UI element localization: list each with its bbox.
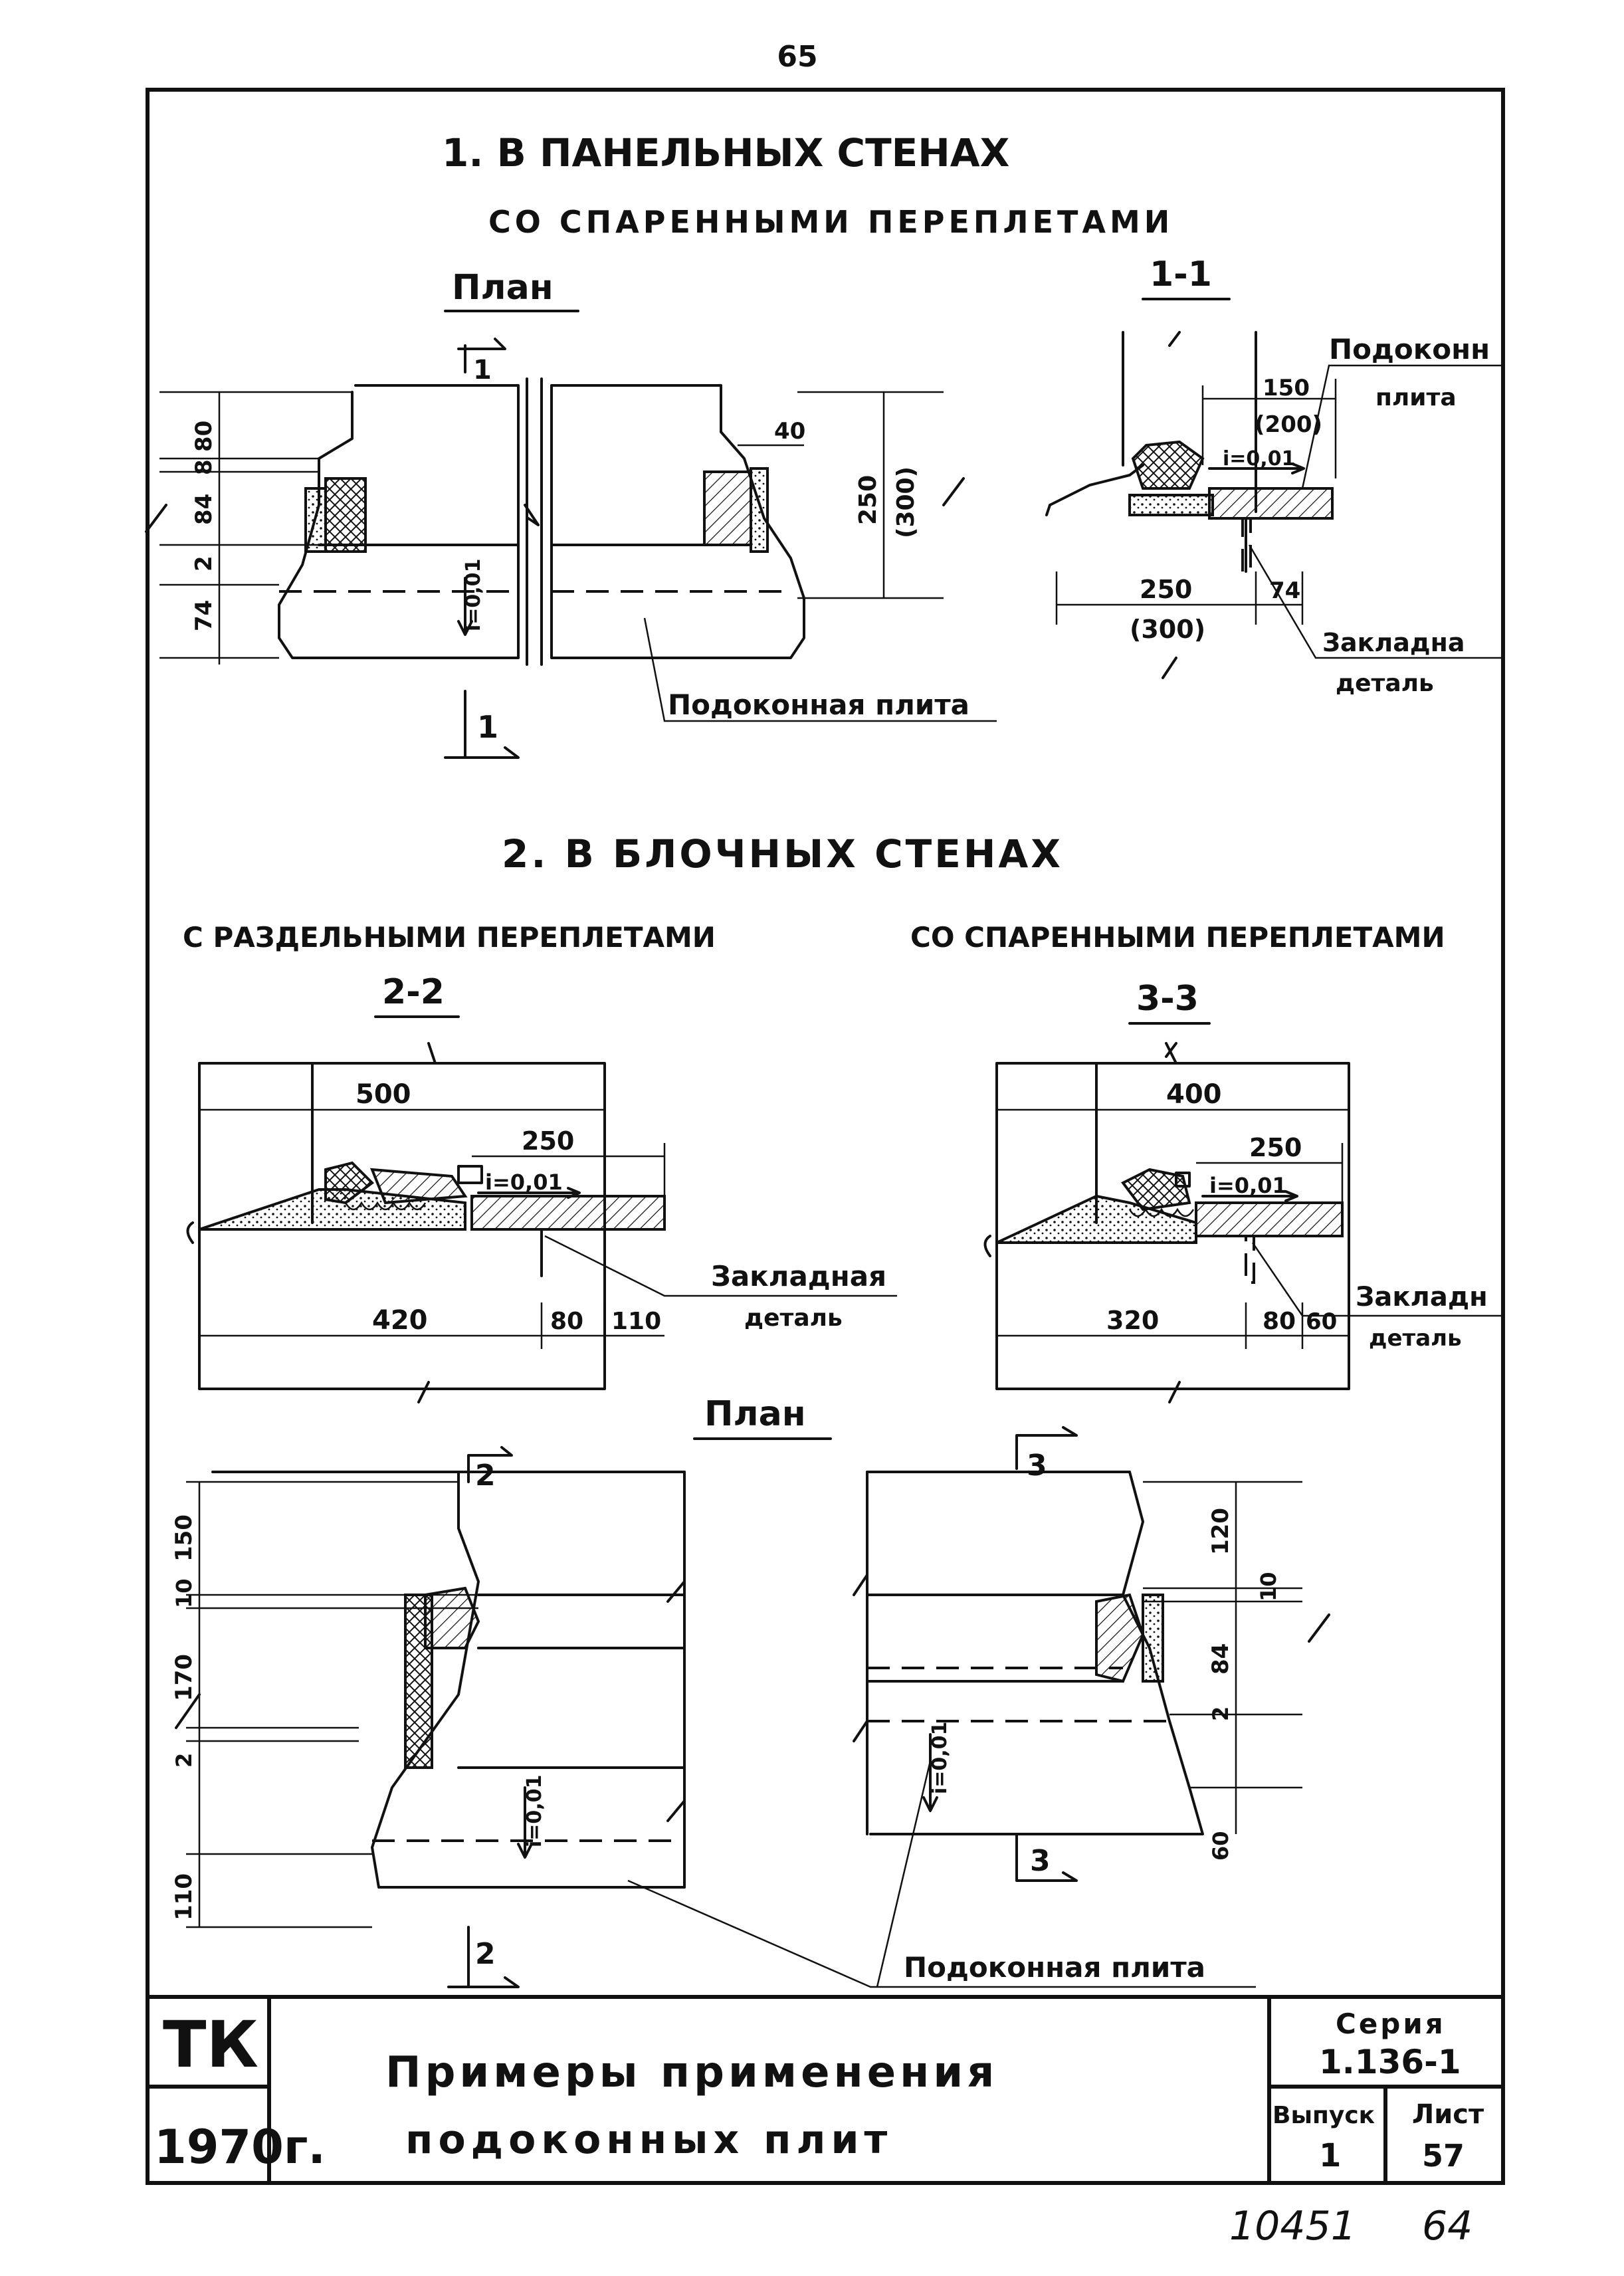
section1-subtitle: СО СПАРЕННЫМИ ПЕРЕПЛЕТАМИ xyxy=(488,204,1173,240)
issue-value: 1 xyxy=(1319,2137,1341,2174)
plan2-right-drawing: 3 i=0,01 120 10 84 2 60 3 xyxy=(853,1426,1330,1882)
plan1-dim-74: 74 xyxy=(191,600,217,631)
s33-slope: i=0,01 xyxy=(1209,1173,1287,1198)
plan2-cut-3-bottom: 3 xyxy=(1030,1844,1051,1878)
s11-callout-top-2: плита xyxy=(1375,384,1457,411)
s11-dim-150: 150 xyxy=(1263,375,1310,401)
plan1-cut-top: 1 xyxy=(473,355,492,385)
plan2-right-dim-84: 84 xyxy=(1207,1643,1234,1675)
s22-callout-1: Закладная xyxy=(711,1260,886,1293)
section-1-1-drawing: 150 (200) i=0,01 250 (300) 74 Подоконн п… xyxy=(1045,331,1503,697)
plan1-dim-80: 80 xyxy=(191,421,217,452)
plan1-drawing: 1 i=0,01 80 8 84 2 74 xyxy=(145,338,997,759)
s33-dim-400: 400 xyxy=(1166,1079,1222,1110)
year-label: 1970г. xyxy=(154,2120,326,2174)
plan2-right-dim-120: 120 xyxy=(1207,1508,1234,1555)
s22-dim-420: 420 xyxy=(372,1305,428,1336)
plan2-right-dim-10: 10 xyxy=(1256,1572,1281,1602)
plan2-left-dim-150: 150 xyxy=(171,1514,197,1562)
s11-dim-74: 74 xyxy=(1269,577,1300,604)
plan2-label: План xyxy=(704,1394,806,1434)
plan1-dim-300: (300) xyxy=(892,466,920,538)
s11-callout-bottom-1: Закладна xyxy=(1322,628,1465,657)
plan2-left-dim-2: 2 xyxy=(171,1753,197,1768)
s22-dim-80: 80 xyxy=(550,1308,583,1335)
plan1-dim-250: 250 xyxy=(855,475,882,525)
plan1-cut-bottom: 1 xyxy=(477,709,498,745)
sheet-title-2: подоконных плит xyxy=(405,2117,892,2163)
org-label: ТК xyxy=(163,2008,258,2082)
section2-left-subtitle: С РАЗДЕЛЬНЫМИ ПЕРЕПЛЕТАМИ xyxy=(183,921,716,954)
plan1-label: План xyxy=(452,268,554,308)
plan2-slope-left: i=0,01 xyxy=(523,1775,546,1847)
plan2-callout: Подоконная плита xyxy=(904,1951,1205,1984)
sheet-label: Лист xyxy=(1412,2099,1484,2130)
plan1-dim-8: 8 xyxy=(191,459,217,475)
plan1-callout: Подоконная плита xyxy=(668,688,969,721)
plan2-right-dim-2: 2 xyxy=(1208,1707,1233,1721)
s33-callout-2: деталь xyxy=(1369,1325,1462,1352)
sheet-title-1: Примеры применения xyxy=(385,2048,998,2097)
s22-slope: i=0,01 xyxy=(485,1170,563,1195)
s33-dim-80: 80 xyxy=(1263,1308,1296,1335)
footer-left-number: 10451 xyxy=(1229,2203,1356,2249)
section2-right-subtitle: СО СПАРЕННЫМИ ПЕРЕПЛЕТАМИ xyxy=(910,921,1445,954)
series-value: 1.136-1 xyxy=(1319,2043,1461,2081)
s33-dim-60: 60 xyxy=(1306,1308,1337,1335)
s22-dim-250: 250 xyxy=(522,1126,574,1156)
plan1-dim-84: 84 xyxy=(191,494,217,525)
footer-right-number: 64 xyxy=(1422,2203,1472,2249)
section1-title: 1. В ПАНЕЛЬНЫХ СТЕНАХ xyxy=(442,130,1009,175)
plan2-left-drawing: 2 i=0,01 150 10 170 2 110 2 xyxy=(171,1446,686,1988)
sheet-value: 57 xyxy=(1422,2138,1465,2174)
s33-callout-1: Закладн xyxy=(1356,1282,1488,1312)
s11-slope: i=0,01 xyxy=(1223,447,1295,470)
plan2-right-dim-60: 60 xyxy=(1208,1831,1233,1861)
section-2-2-drawing: 500 250 i=0,01 420 80 110 Закладная дета… xyxy=(186,1042,897,1403)
s22-dim-500: 500 xyxy=(355,1079,411,1110)
page-number-top: 65 xyxy=(777,40,817,74)
s11-callout-top-1: Подоконн xyxy=(1329,333,1490,365)
s22-callout-2: деталь xyxy=(744,1304,843,1332)
series-label: Серия xyxy=(1336,2008,1446,2040)
title-block: ТК 1970г. Примеры применения подоконных … xyxy=(146,1995,1505,2185)
section-1-1-label: 1-1 xyxy=(1150,255,1212,294)
section-3-3-label: 3-3 xyxy=(1136,979,1199,1019)
s11-callout-bottom-2: деталь xyxy=(1336,670,1434,697)
s22-dim-110: 110 xyxy=(611,1308,661,1335)
plan2-left-dim-170: 170 xyxy=(171,1654,197,1701)
s33-dim-320: 320 xyxy=(1106,1306,1159,1335)
s11-dim-200: (200) xyxy=(1255,411,1322,438)
issue-label: Выпуск xyxy=(1272,2102,1375,2129)
section-2-2-label: 2-2 xyxy=(382,972,445,1012)
section-3-3-drawing: 400 250 i=0,01 320 80 60 Закладн деталь xyxy=(983,1042,1503,1403)
s11-dim-300: (300) xyxy=(1130,615,1205,644)
plan2-cut-2-top: 2 xyxy=(475,1459,496,1493)
plan2-cut-2-bottom: 2 xyxy=(475,1937,496,1971)
plan2-left-dim-10: 10 xyxy=(171,1578,197,1608)
plan2-cut-3-top: 3 xyxy=(1027,1449,1047,1483)
plan1-dim-2: 2 xyxy=(191,556,217,571)
plan2-slope-right: i=0,01 xyxy=(928,1722,952,1794)
plan2-left-dim-110: 110 xyxy=(171,1873,197,1920)
s11-dim-250: 250 xyxy=(1140,575,1192,604)
section2-title: 2. В БЛОЧНЫХ СТЕНАХ xyxy=(502,831,1063,877)
plan1-slope: i=0,01 xyxy=(462,559,485,631)
plan1-dim-40: 40 xyxy=(774,418,805,445)
s33-dim-250: 250 xyxy=(1249,1133,1302,1162)
